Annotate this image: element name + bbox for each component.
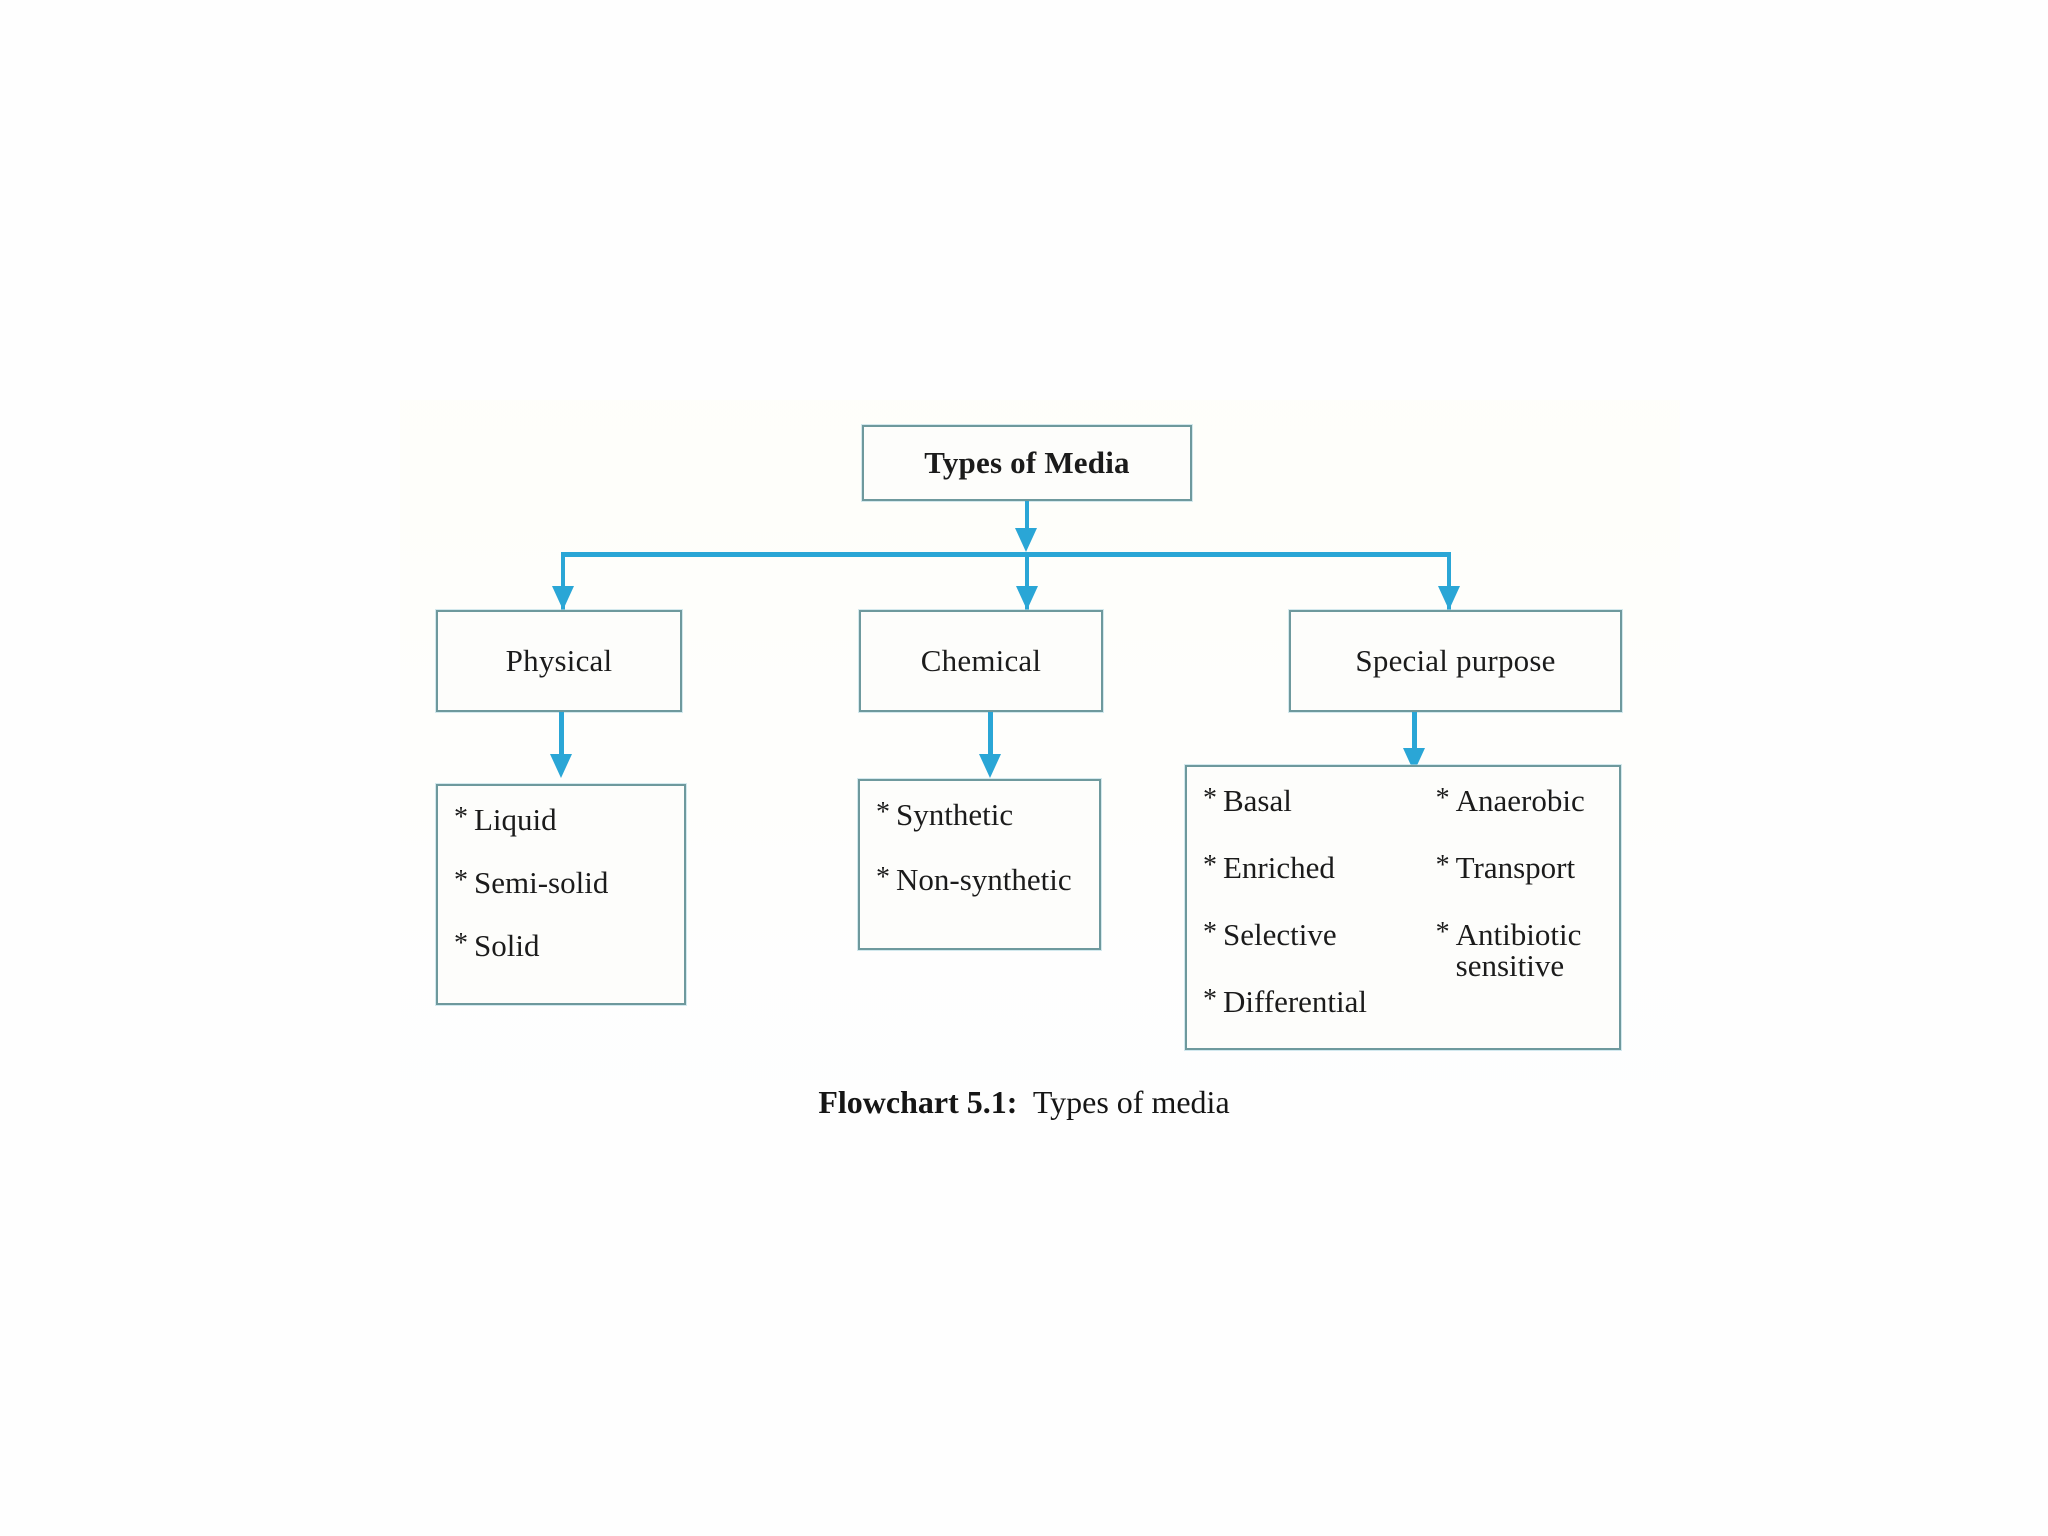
list-item: *Liquid bbox=[454, 802, 684, 837]
bullet-star-icon: * bbox=[1203, 917, 1217, 948]
node-root-label: Types of Media bbox=[924, 444, 1130, 480]
bullet-star-icon: * bbox=[1203, 850, 1217, 881]
node-special-purpose-label: Special purpose bbox=[1355, 642, 1556, 678]
node-physical[interactable]: Physical bbox=[436, 610, 682, 712]
arrowhead-drop-chemical bbox=[1016, 586, 1038, 610]
list-item: *Basal bbox=[1203, 783, 1406, 818]
list-physical: *Liquid *Semi-solid *Solid bbox=[454, 802, 684, 963]
list-item: *Anaerobic bbox=[1435, 783, 1619, 818]
bullet-star-icon: * bbox=[1435, 850, 1450, 881]
list-item-label: Transport bbox=[1455, 850, 1576, 885]
list-item-label: Differential bbox=[1223, 984, 1368, 1019]
list-item-label: Anaerobic bbox=[1455, 783, 1585, 818]
node-chemical[interactable]: Chemical bbox=[859, 610, 1103, 712]
bullet-star-icon: * bbox=[876, 862, 890, 893]
bullet-star-icon: * bbox=[876, 797, 890, 828]
connector-drop-chemical bbox=[1025, 552, 1029, 610]
connector-chemical-to-leaf bbox=[988, 712, 993, 758]
bullet-star-icon: * bbox=[454, 802, 468, 833]
list-item: *Selective bbox=[1203, 917, 1406, 952]
list-item-label: Enriched bbox=[1223, 850, 1335, 885]
node-physical-label: Physical bbox=[505, 642, 613, 678]
list-special-right: *Anaerobic *Transport *Antibiotic sensit… bbox=[1436, 785, 1619, 1017]
bullet-star-icon: * bbox=[1203, 783, 1217, 814]
list-item-label: Non-synthetic bbox=[896, 862, 1072, 897]
list-item: *Solid bbox=[454, 928, 684, 963]
leaf-box-physical[interactable]: *Liquid *Semi-solid *Solid bbox=[436, 784, 686, 1005]
list-special-left: *Basal *Enriched *Selective *Differentia… bbox=[1203, 783, 1406, 1019]
bullet-star-icon: * bbox=[1435, 783, 1450, 814]
bullet-star-icon: * bbox=[1435, 917, 1450, 948]
caption-text: Types of media bbox=[1032, 1084, 1230, 1120]
connector-physical-to-leaf bbox=[559, 712, 564, 760]
node-special-purpose[interactable]: Special purpose bbox=[1289, 610, 1622, 712]
list-item-label: Liquid bbox=[474, 802, 557, 837]
list-item-label: Basal bbox=[1223, 783, 1292, 818]
list-item-label: Synthetic bbox=[896, 797, 1014, 832]
list-item-label: Semi-solid bbox=[474, 865, 609, 900]
list-item: *Non-synthetic bbox=[876, 862, 1099, 897]
caption-number: Flowchart 5.1: bbox=[818, 1084, 1018, 1120]
list-item-label: Solid bbox=[474, 928, 540, 963]
connector-root-stem bbox=[1025, 501, 1029, 545]
bullet-star-icon: * bbox=[454, 865, 468, 896]
arrowhead-root-stem bbox=[1015, 528, 1037, 552]
leaf-box-chemical[interactable]: *Synthetic *Non-synthetic bbox=[858, 779, 1101, 950]
arrowhead-chemical-leaf bbox=[979, 754, 1001, 778]
connector-special-to-leaf bbox=[1412, 712, 1417, 754]
connector-bus bbox=[561, 552, 1451, 557]
list-item-label: Antibiotic bbox=[1455, 917, 1582, 952]
arrowhead-physical-leaf bbox=[550, 754, 572, 778]
list-item-label-continued: sensitive bbox=[1455, 948, 1565, 983]
list-item-label: Selective bbox=[1223, 917, 1337, 952]
list-item: *Differential bbox=[1203, 984, 1406, 1019]
leaf-box-special-purpose[interactable]: *Basal *Enriched *Selective *Differentia… bbox=[1185, 765, 1621, 1050]
arrowhead-drop-physical bbox=[552, 586, 574, 610]
list-chemical: *Synthetic *Non-synthetic bbox=[876, 797, 1099, 897]
list-item: *Transport bbox=[1435, 850, 1619, 885]
figure-caption: Flowchart 5.1: Types of media bbox=[0, 1084, 2048, 1121]
node-types-of-media[interactable]: Types of Media bbox=[862, 425, 1192, 501]
list-item: *Enriched bbox=[1203, 850, 1406, 885]
list-item: *Antibiotic sensitive bbox=[1435, 917, 1619, 983]
list-item: *Synthetic bbox=[876, 797, 1099, 832]
list-item: *Semi-solid bbox=[454, 865, 684, 900]
arrowhead-drop-special bbox=[1438, 586, 1460, 610]
connector-drop-physical bbox=[561, 552, 565, 610]
bullet-star-icon: * bbox=[454, 928, 468, 959]
connector-drop-special bbox=[1447, 552, 1451, 610]
bullet-star-icon: * bbox=[1203, 984, 1217, 1015]
node-chemical-label: Chemical bbox=[920, 642, 1042, 678]
